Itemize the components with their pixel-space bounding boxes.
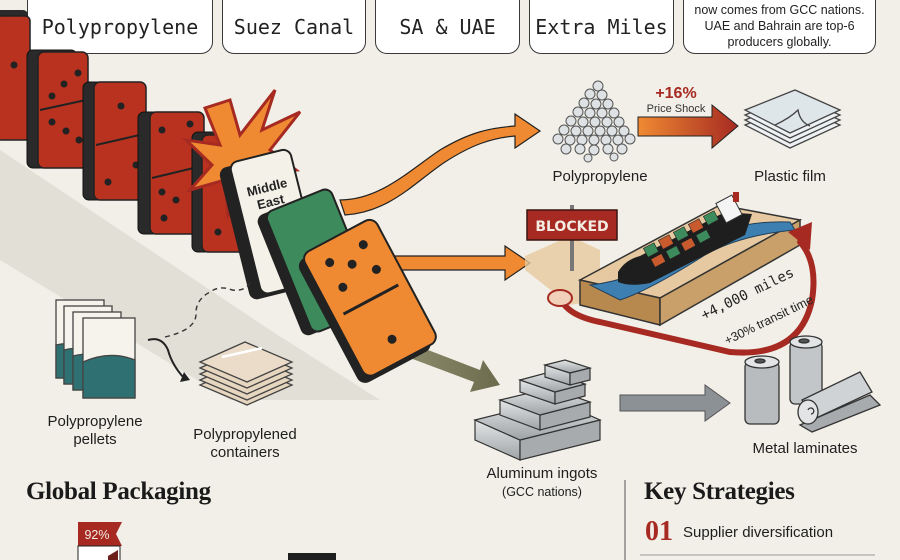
- card-label: SA & UAE: [399, 15, 496, 39]
- label-containers: Polypropylened containers: [193, 426, 297, 461]
- label-plastic-film: Plastic film: [754, 168, 826, 185]
- arrowhead: [180, 372, 190, 382]
- card-polypropylene: Polypropylene: [27, 0, 213, 54]
- label-aluminum-ingots: Aluminum ingots (GCC nations): [462, 465, 622, 501]
- flow-arrow-aluminum: [410, 345, 500, 392]
- price-change-caption: Price Shock: [647, 103, 706, 115]
- card-note-text: now comes from GCC nations. UAE and Bahr…: [694, 3, 865, 49]
- dashed-link: [164, 279, 253, 338]
- bar-mark: [288, 553, 336, 560]
- badge-value: 92%: [84, 528, 109, 542]
- pellet-bags-icon: [55, 299, 136, 399]
- strategy-item: 01 Supplier diversification: [645, 516, 833, 548]
- pellets-pile-icon: [552, 80, 636, 163]
- card-gcc-note: now comes from GCC nations. UAE and Bahr…: [683, 0, 876, 54]
- label-metal-laminates: Metal laminates: [752, 440, 858, 457]
- domino-icon: [137, 111, 205, 235]
- detour-arrow: [557, 239, 817, 356]
- strategy-label: Supplier diversification: [683, 523, 834, 541]
- key-strategies-heading: Key Strategies: [644, 478, 795, 505]
- containers-stack-icon: [198, 341, 294, 406]
- metal-laminates-icon: [744, 335, 882, 433]
- card-label: Extra Miles: [535, 15, 668, 39]
- blocked-sign-text: BLOCKED: [535, 219, 608, 235]
- domino-shadow: [0, 150, 380, 400]
- strategy-number: 01: [645, 516, 673, 547]
- label-polypropylene: Polypropylene: [552, 168, 648, 185]
- label-pellets: Polypropylene pellets: [47, 413, 143, 448]
- share-badge: 92%: [77, 522, 122, 560]
- flow-arrow-polypropylene: [339, 112, 542, 216]
- detour-origin: [547, 289, 573, 307]
- plastic-film-icon: [743, 89, 842, 149]
- pellets-to-containers-arrow: [147, 338, 185, 379]
- domino-icon-orange: [298, 218, 437, 383]
- global-packaging-heading: Global Packaging: [26, 478, 211, 505]
- detour-arrowhead: [788, 222, 812, 250]
- price-shock-arrow: [637, 103, 739, 150]
- domino-icon: [82, 81, 147, 201]
- price-change-value: +16%: [655, 85, 696, 102]
- aluminum-to-laminates-arrow: [619, 384, 731, 422]
- aluminum-subtitle: (GCC nations): [502, 485, 582, 499]
- aluminum-ingots-icon: [473, 359, 602, 461]
- flow-arrow-suez: [389, 244, 532, 282]
- card-suez-canal: Suez Canal: [222, 0, 366, 54]
- domino-icon: [0, 10, 31, 141]
- card-label: Polypropylene: [41, 15, 199, 39]
- card-sa-uae: SA & UAE: [375, 0, 520, 54]
- card-extra-miles: Extra Miles: [529, 0, 674, 54]
- aluminum-title: Aluminum ingots: [486, 465, 598, 482]
- card-label: Suez Canal: [233, 15, 355, 39]
- blocked-sign: BLOCKED: [526, 205, 618, 271]
- domino-icon: [26, 49, 89, 169]
